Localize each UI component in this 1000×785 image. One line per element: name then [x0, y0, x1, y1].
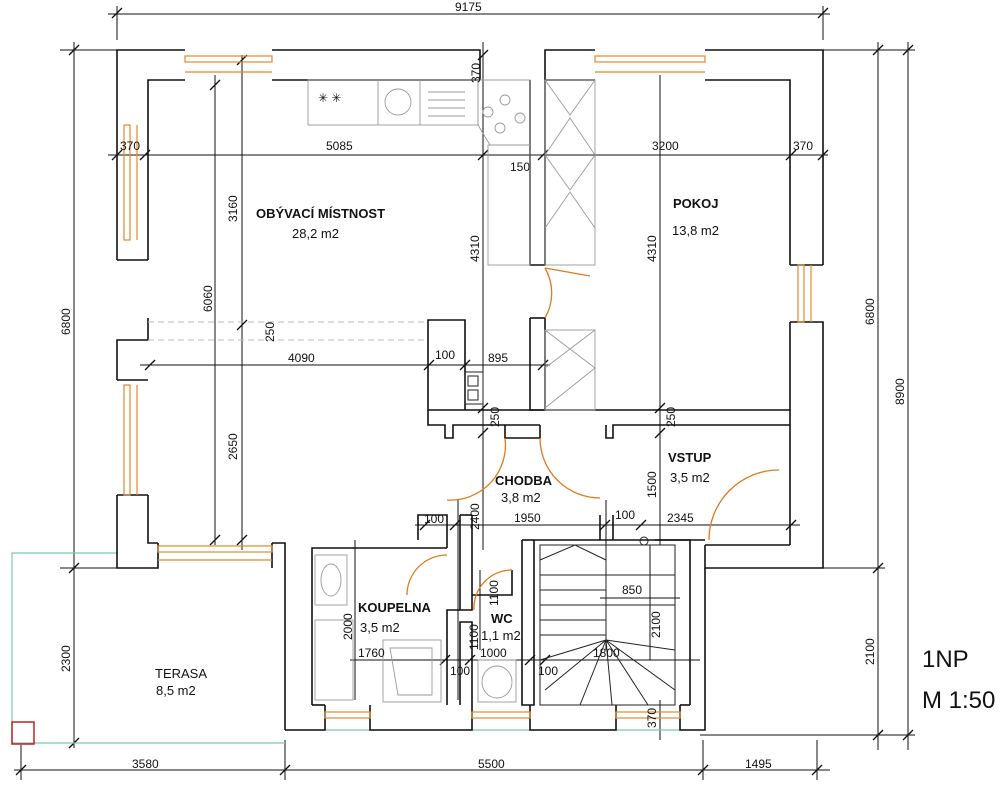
dim-wall-250-b: 250 [664, 407, 678, 427]
dim-left-terrace: 2300 [59, 645, 73, 672]
room-terrace-name: TERASA [155, 666, 207, 681]
dim-partition-895: 895 [488, 351, 508, 365]
dim-left-total: 6800 [59, 308, 73, 335]
windows [123, 55, 812, 719]
dim-height-4310-left: 4310 [468, 235, 482, 262]
floor-label: 1NP [922, 646, 969, 673]
drawing-legend: 1NP M 1:50 [922, 646, 995, 714]
dim-bath-2000: 2000 [341, 613, 355, 640]
room-wc-area: 1,1 m2 [481, 628, 521, 643]
room-entry-area: 3,5 m2 [670, 470, 710, 485]
dim-wc-1100-b: 1100 [467, 624, 481, 650]
room-bedroom-name: POKOJ [673, 196, 719, 211]
dim-right-overall: 8900 [893, 378, 907, 405]
dim-entry-1500: 1500 [645, 471, 659, 498]
fixtures: ✳ ✳ [148, 79, 676, 706]
room-bedroom-area: 13,8 m2 [672, 223, 719, 238]
dim-wall-100-wc: 100 [538, 664, 558, 678]
dim-hall-100-left: 100 [424, 512, 444, 526]
dim-entry-2345: 2345 [667, 511, 694, 525]
interior-walls [417, 80, 790, 706]
dim-hall-1950: 1950 [514, 511, 541, 525]
dim-right-lower: 2100 [863, 638, 877, 665]
terrace-outline [11, 552, 700, 745]
doors [406, 267, 780, 611]
dim-stair-850: 850 [622, 583, 642, 597]
dim-bottom-right: 1495 [745, 757, 772, 771]
dim-top-total: 9175 [455, 0, 482, 14]
dim-right-total: 6800 [863, 298, 877, 325]
dim-bottom-left: 3580 [132, 757, 159, 771]
room-hall-name: CHODBA [495, 473, 553, 488]
room-wc-name: WC [491, 611, 513, 626]
dim-wc-1100: 1100 [487, 580, 501, 606]
dim-living-depth-total: 6060 [201, 285, 215, 312]
scale-label: M 1:50 [922, 687, 995, 714]
dim-beam-250: 250 [263, 322, 277, 342]
dim-living-width: 5085 [326, 139, 353, 153]
dim-hall-2400: 2400 [468, 503, 482, 530]
room-labels: OBÝVACÍ MÍSTNOST 28,2 m2 POKOJ 13,8 m2 C… [155, 196, 719, 698]
dim-wall-100-bath: 100 [450, 664, 470, 678]
room-terrace-area: 8,5 m2 [156, 683, 196, 698]
room-entry-name: VSTUP [668, 450, 712, 465]
dim-stair-2100: 2100 [649, 611, 663, 638]
dim-living-depth-lower: 2650 [226, 433, 240, 460]
terrace-marker [11, 721, 35, 745]
room-bath-name: KOUPELNA [358, 600, 432, 615]
dim-wall-left: 370 [120, 139, 140, 153]
dim-wall-right: 370 [793, 139, 813, 153]
svg-text:✳ ✳: ✳ ✳ [318, 91, 341, 105]
dim-wc-1000: 1000 [480, 646, 507, 660]
dim-bedroom-width: 3200 [652, 139, 679, 153]
dim-partition-100: 100 [435, 348, 455, 362]
dim-height-4310-right: 4310 [645, 235, 659, 262]
room-bath-area: 3,5 m2 [360, 620, 400, 635]
room-living-name: OBÝVACÍ MÍSTNOST [256, 206, 385, 221]
dimension-lines [14, 6, 915, 780]
dim-wall-370-bottom: 370 [645, 708, 659, 728]
dim-wall-top: 370 [469, 63, 483, 83]
dim-living-4090: 4090 [288, 351, 315, 365]
room-hall-area: 3,8 m2 [501, 490, 541, 505]
dim-wall-150: 150 [510, 160, 530, 174]
dim-bath-1760: 1760 [358, 646, 385, 660]
room-living-area: 28,2 m2 [292, 226, 339, 241]
dim-living-depth-upper: 3160 [226, 195, 240, 222]
dim-stair-1800: 1800 [593, 646, 620, 660]
dim-hall-100-right: 100 [615, 508, 635, 522]
dimension-labels: 9175 3580 5500 1495 6800 2300 6800 2100 … [59, 0, 907, 771]
dim-bottom-mid: 5500 [478, 757, 505, 771]
dim-wall-250-a: 250 [488, 407, 502, 427]
